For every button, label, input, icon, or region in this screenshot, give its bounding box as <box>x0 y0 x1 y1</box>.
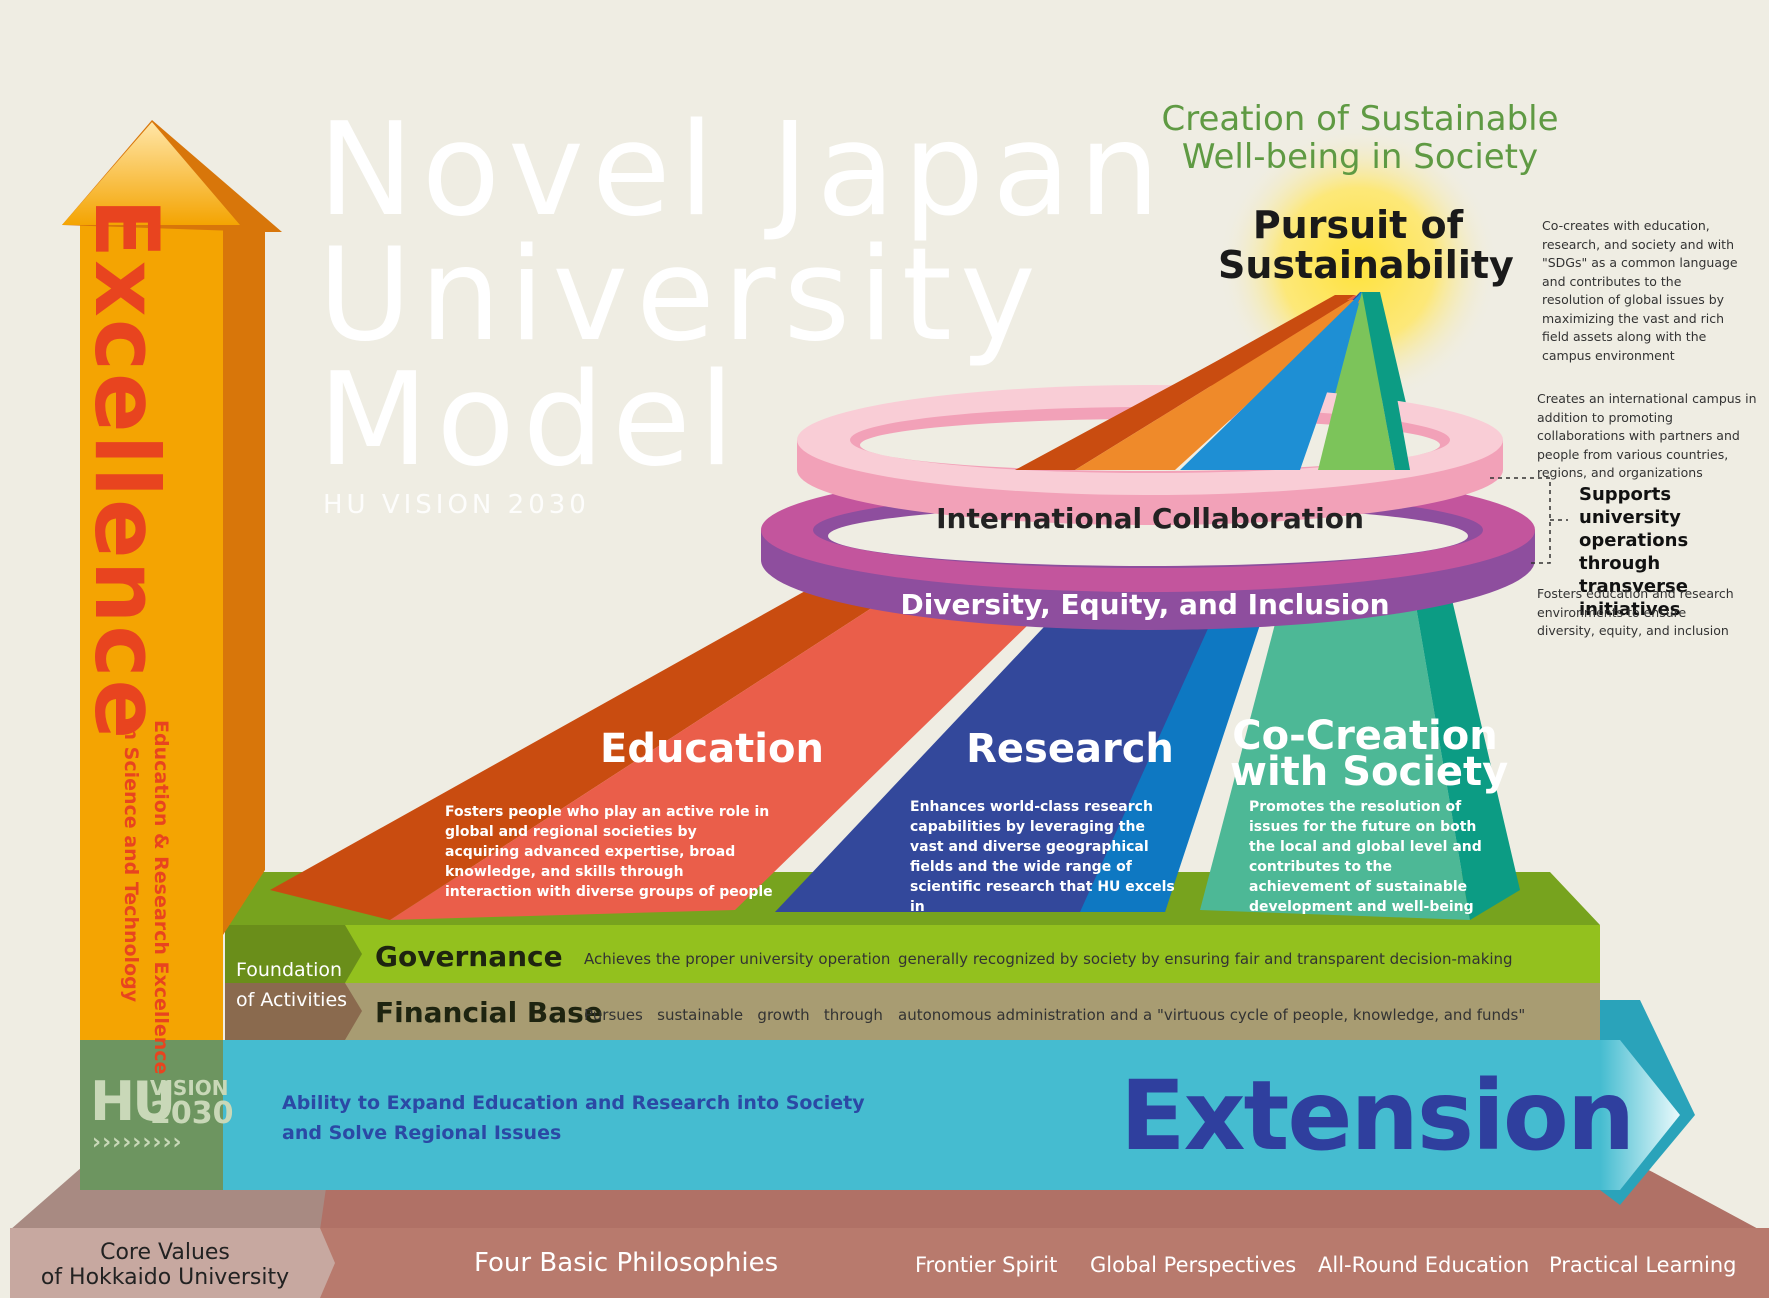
pillar-beams-front <box>1015 292 1410 470</box>
extension-arrow <box>80 1000 1695 1205</box>
foundation-label-line-2: of Activities <box>236 989 348 1011</box>
excellence-label: Excellence <box>75 198 178 742</box>
philosophy-all-round-education: All-Round Education <box>1318 1253 1530 1277</box>
logo-chevrons: ››››››››› <box>92 1130 183 1155</box>
international-ring-label: International Collaboration <box>936 502 1364 535</box>
research-desc: Enhances world-class research capabiliti… <box>910 799 1175 915</box>
philosophy-global-perspectives: Global Perspectives <box>1090 1253 1297 1277</box>
pursuit-label: Pursuit of Sustainability <box>1218 203 1514 287</box>
governance-desc-b: generally recognized by society by ensur… <box>898 950 1513 968</box>
extension-desc: Ability to Expand Education and Research… <box>282 1092 865 1144</box>
education-label: Education <box>600 726 824 772</box>
supports-bracket <box>1490 477 1568 564</box>
supports-note: Supports university operations through t… <box>1579 484 1689 620</box>
core-values-line-2: of Hokkaido University <box>40 1265 290 1290</box>
governance-label: Governance <box>375 940 563 973</box>
excellence-sub-line-2: in Science and Technology <box>120 720 142 1003</box>
cocreation-desc: Promotes the resolution of issues for th… <box>1249 799 1482 915</box>
governance-desc-a: Achieves the proper university operation <box>584 950 891 968</box>
title-line-3: Model <box>318 346 743 495</box>
logo-year: 2030 <box>150 1096 234 1131</box>
international-note: Creates an international campus in addit… <box>1537 391 1757 480</box>
financial-desc-b: autonomous administration and a "virtuou… <box>898 1006 1526 1024</box>
logo-vision: VISION <box>150 1076 229 1100</box>
cocreation-label-line-2: with Society <box>1230 749 1509 795</box>
diversity-note: Fosters education and research environme… <box>1537 586 1734 638</box>
goal-heading: Creation of Sustainable Well-being in So… <box>1161 99 1559 177</box>
extension-label: Extension <box>1120 1060 1635 1172</box>
financial-desc-a: Pursues sustainable growth through <box>584 1006 883 1024</box>
title-line-1: Novel Japan <box>318 96 1168 245</box>
core-values-line-1: Core Values <box>100 1240 230 1265</box>
logo-hu: HU <box>90 1070 176 1133</box>
title-line-2: University <box>318 221 1044 370</box>
vision-subtitle: HU VISION 2030 <box>323 490 590 520</box>
foundation-label-line-1: Foundation <box>236 959 343 981</box>
excellence-sub-line-1: Education & Research Excellence <box>150 720 172 1075</box>
financial-base-label: Financial Base <box>375 996 603 1029</box>
sustainability-note: Co-creates with education, research, and… <box>1542 218 1738 363</box>
excellence-arrow <box>62 120 282 1040</box>
research-label: Research <box>966 726 1174 772</box>
cocreation-label-line-1: Co-Creation <box>1232 713 1498 759</box>
philosophy-frontier-spirit: Frontier Spirit <box>915 1253 1058 1277</box>
philosophy-practical-learning: Practical Learning <box>1549 1253 1737 1277</box>
diversity-ring-label: Diversity, Equity, and Inclusion <box>900 588 1390 621</box>
education-desc: Fosters people who play an active role i… <box>445 804 773 900</box>
four-basic-philosophies: Four Basic Philosophies <box>474 1248 779 1278</box>
